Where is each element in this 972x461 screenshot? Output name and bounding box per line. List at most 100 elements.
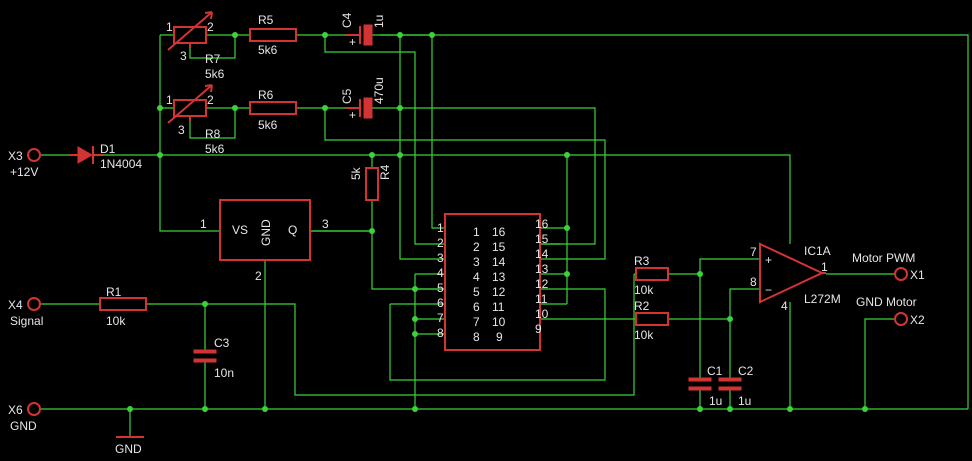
connector-x3-pad[interactable] xyxy=(27,148,41,162)
dip-left-3: 3 xyxy=(437,251,444,265)
r5-value: 5k6 xyxy=(258,43,278,57)
reg-q: Q xyxy=(288,223,297,237)
junction xyxy=(232,105,238,111)
wire-r3 xyxy=(634,258,760,275)
dip-left-8: 8 xyxy=(437,326,444,340)
junction xyxy=(157,152,163,158)
r7-pin3: 3 xyxy=(180,49,187,63)
junction xyxy=(157,105,163,111)
junction xyxy=(429,32,435,38)
reg-vs: VS xyxy=(232,223,248,237)
x4-name: X4 xyxy=(8,298,23,312)
r2-name: R2 xyxy=(634,299,650,313)
r5-name: R5 xyxy=(258,13,274,27)
wire-c5-down xyxy=(400,107,596,245)
connector-x6: X6 GND xyxy=(8,402,41,433)
junction xyxy=(697,271,703,277)
r4-name: R4 xyxy=(378,164,392,180)
opamp-ic1a: + − 7 8 1 4 IC1A L272M xyxy=(750,242,841,313)
c5-value: 470u xyxy=(372,77,386,104)
junction xyxy=(564,271,570,277)
wire-r8-wiper xyxy=(189,108,236,139)
junction xyxy=(727,316,733,322)
wire-left-feed xyxy=(159,35,220,232)
junction xyxy=(202,301,208,307)
connector-x2: GND Motor X2 xyxy=(856,295,925,327)
dip-left-5: 5 xyxy=(437,281,444,295)
wires xyxy=(40,34,969,436)
wire-r2 xyxy=(668,288,760,320)
dip-left-2: 2 xyxy=(437,236,444,250)
r7-pin2: 2 xyxy=(207,20,214,34)
wire-top-bus xyxy=(380,34,969,409)
junction xyxy=(202,406,208,412)
opamp-name: IC1A xyxy=(804,244,831,258)
dip-right-11: 11 xyxy=(535,292,548,306)
resistor-r5: R5 5k6 xyxy=(249,13,297,57)
dip-right-9: 9 xyxy=(535,322,542,336)
dip-left-6: 6 xyxy=(437,296,444,310)
r8-name: R8 xyxy=(205,127,221,141)
r7-pin1: 1 xyxy=(166,20,173,34)
junction xyxy=(369,228,375,234)
connector-x2-pad[interactable] xyxy=(894,312,908,326)
opamp-pin8: 8 xyxy=(750,275,757,289)
dip-inner-left-6: 6 xyxy=(473,300,480,314)
connector-x1-pad[interactable] xyxy=(894,267,908,281)
r1-value: 10k xyxy=(106,314,126,328)
x1-label: Motor PWM xyxy=(852,251,915,265)
junction xyxy=(727,406,733,412)
dip-inner-left-4: 4 xyxy=(473,270,480,284)
r7-value: 5k6 xyxy=(205,67,225,81)
x6-label: GND xyxy=(10,419,37,433)
c2-value: 1u xyxy=(738,394,751,408)
connector-x4-pad[interactable] xyxy=(27,297,41,311)
junction xyxy=(397,32,403,38)
junction xyxy=(564,225,570,231)
wire-gndmotor xyxy=(864,318,895,409)
dip-left-7: 7 xyxy=(437,311,444,325)
opamp-plus: + xyxy=(765,253,772,267)
capacitor-c3: C3 10n xyxy=(193,336,234,380)
r2-value: 10k xyxy=(634,328,654,342)
wire-12v xyxy=(40,154,791,244)
dip-inner-right-14: 14 xyxy=(492,255,506,269)
resistor-r3: R3 10k xyxy=(634,254,669,297)
dip-inner-right-12: 12 xyxy=(492,285,506,299)
resistor-r6: R6 5k6 xyxy=(249,88,297,132)
dip-left-4: 4 xyxy=(437,266,444,280)
junction xyxy=(369,152,375,158)
wire-v390 xyxy=(389,288,606,381)
dip-inner-right-11: 11 xyxy=(492,300,505,314)
reg-gnd: GND xyxy=(259,219,273,246)
x4-label: Signal xyxy=(10,314,43,328)
connector-x6-pad[interactable] xyxy=(27,402,41,416)
c5-plus: + xyxy=(349,108,356,122)
junction xyxy=(397,152,403,158)
c1-value: 1u xyxy=(709,394,722,408)
x1-name: X1 xyxy=(910,268,925,282)
reg-pin1: 1 xyxy=(200,217,207,231)
regulator: VS GND Q 1 3 2 xyxy=(200,199,329,283)
dip-inner-left-5: 5 xyxy=(473,285,480,299)
connector-x1: Motor PWM X1 xyxy=(852,251,925,282)
opamp-minus: − xyxy=(765,283,772,297)
x3-name: X3 xyxy=(8,149,23,163)
junction xyxy=(397,105,403,111)
d1-value: 1N4004 xyxy=(100,157,142,171)
junctions xyxy=(127,32,868,412)
d1-name: D1 xyxy=(100,142,116,156)
junction xyxy=(412,331,418,337)
junction xyxy=(262,406,268,412)
c4-value: 1u xyxy=(372,15,386,28)
c2-name: C2 xyxy=(738,364,754,378)
opamp-part: L272M xyxy=(804,292,841,306)
c5-name: C5 xyxy=(340,88,354,104)
diode-d1: D1 1N4004 xyxy=(70,142,142,171)
junction xyxy=(322,105,328,111)
r3-value: 10k xyxy=(634,283,654,297)
junction xyxy=(412,406,418,412)
r8-pin3: 3 xyxy=(178,123,185,137)
c3-value: 10n xyxy=(214,366,234,380)
